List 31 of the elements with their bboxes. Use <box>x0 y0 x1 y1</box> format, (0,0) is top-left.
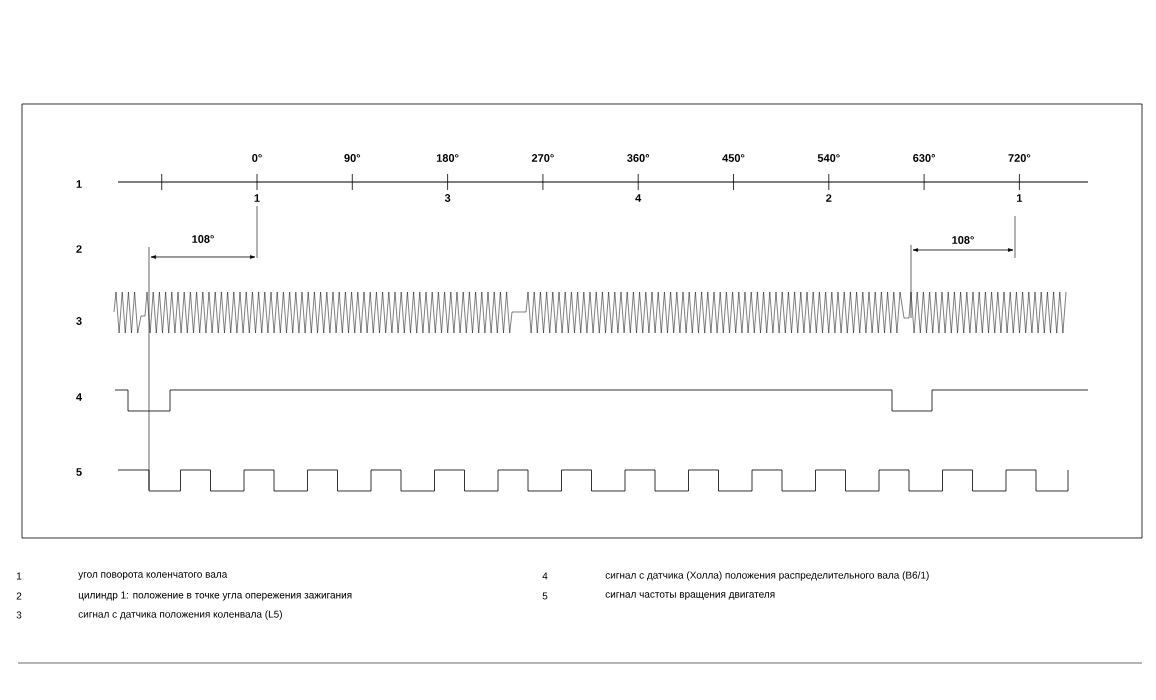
legend-number: 5 <box>542 592 548 600</box>
cylinder-number: 1 <box>1017 194 1023 202</box>
legend-text: сигнал частоты вращения двигателя <box>605 592 775 600</box>
legend-text: цилиндр 1: положение в точке угла опережения зажигания <box>78 591 352 601</box>
legend-text: сигнал с датчика (Холла) положения распределительного вала (B6/1) <box>605 571 929 581</box>
row-number: 1 <box>76 180 82 188</box>
row-number: 5 <box>76 468 82 476</box>
row-number: 4 <box>76 393 82 401</box>
angle-label: 360° <box>627 154 650 162</box>
row-number: 3 <box>76 317 82 325</box>
angle-label: 630° <box>913 154 935 162</box>
legend-number: 1 <box>17 572 22 580</box>
legend-number: 4 <box>542 572 548 580</box>
row-number: 2 <box>76 245 82 253</box>
legend-text: сигнал с датчика положения коленвала (L5) <box>78 610 282 620</box>
angle-label: 180° <box>436 154 459 162</box>
angle-label: 540° <box>817 154 840 162</box>
dimension-label: 108° <box>952 236 974 244</box>
angle-label: 0° <box>252 154 262 162</box>
cylinder-number: 1 <box>254 194 260 202</box>
angle-label: 720° <box>1008 154 1031 162</box>
angle-label: 270° <box>531 154 554 162</box>
legend-number: 3 <box>16 611 22 619</box>
angle-label: 90° <box>344 154 361 162</box>
angle-label: 450° <box>722 154 745 162</box>
cylinder-number: 2 <box>826 194 832 202</box>
cylinder-number: 4 <box>635 194 642 202</box>
cylinder-number: 3 <box>444 194 451 202</box>
legend-text: угол поворота коленчатого вала <box>78 572 228 580</box>
dimension-label: 108° <box>192 235 214 243</box>
legend-number: 2 <box>16 592 22 600</box>
